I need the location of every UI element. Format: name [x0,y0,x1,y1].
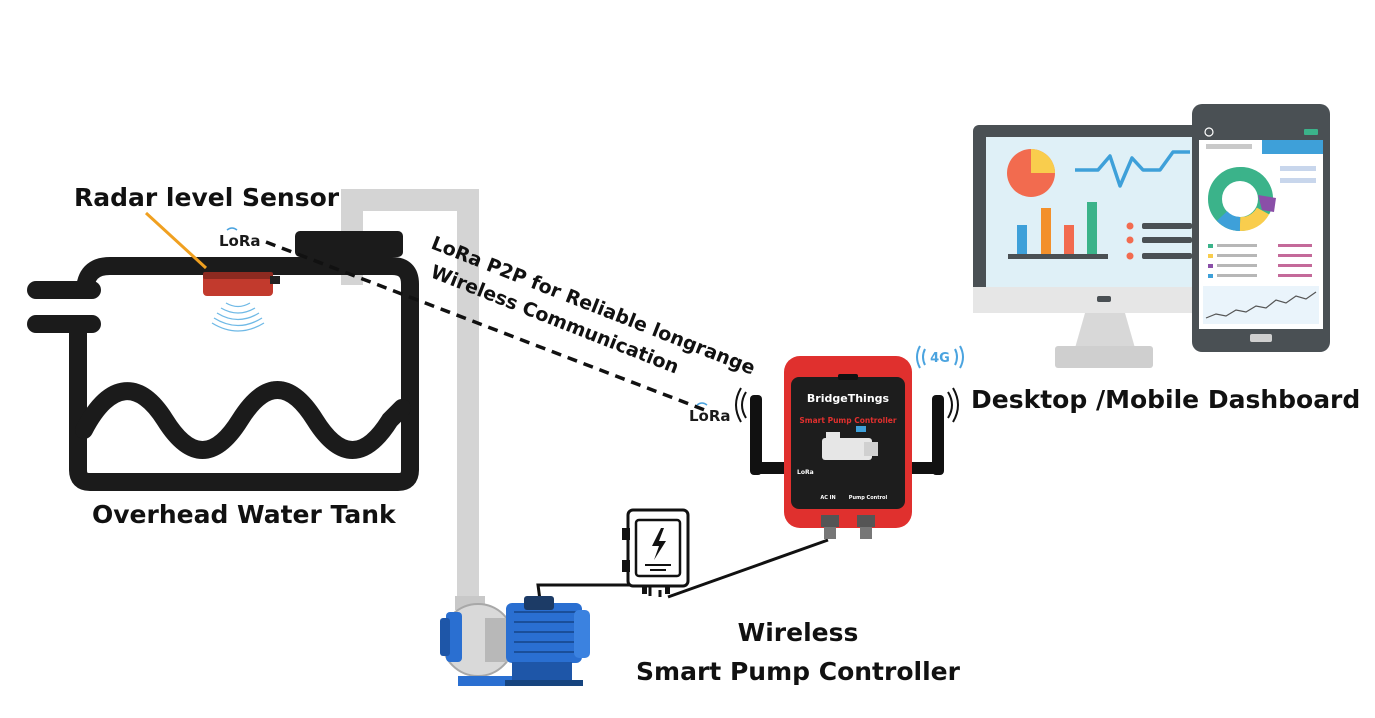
cellular-4g-text: 4G [930,351,950,366]
device-lora-badge: LoRa [797,469,814,476]
lora-link-line [265,240,711,414]
electrical-panel-icon [622,508,690,594]
signal-waves-left [735,387,747,423]
radar-sensor-icon [144,211,280,332]
dashboard-label: Desktop /Mobile Dashboard [971,385,1360,414]
water-wave [75,381,411,459]
controller-label-line1: Wireless [738,618,859,647]
device-brand: BridgeThings [807,392,890,405]
lora-badge-sensor: LoRa [219,227,261,250]
lora-badge-controller-text: LoRa [689,407,731,425]
signal-waves-right [947,387,959,423]
desktop-monitor [973,125,1221,368]
centrifugal-pump-icon [440,596,590,686]
radar-sensor-label: Radar level Sensor [74,183,340,212]
lora-badge-controller: LoRa [689,402,731,425]
water-tank [27,231,419,491]
water-tank-label: Overhead Water Tank [92,500,397,529]
lora-badge-sensor-text: LoRa [219,232,261,250]
wiring [536,538,829,601]
device-port-ac-in: AC IN [820,495,835,501]
device-port-pump-control: Pump Control [849,495,888,501]
tank-lid [295,231,403,257]
controller-label-line2: Smart Pump Controller [636,657,961,686]
device-pump-graphic [822,426,878,460]
smart-pump-controller-device: BridgeThings Smart Pump Controller LoRa … [735,356,959,539]
analytics-dashboard-icon [973,104,1330,368]
device-product: Smart Pump Controller [799,416,896,425]
cellular-4g-badge: 4G [916,345,964,369]
mobile-phone [1192,104,1330,352]
